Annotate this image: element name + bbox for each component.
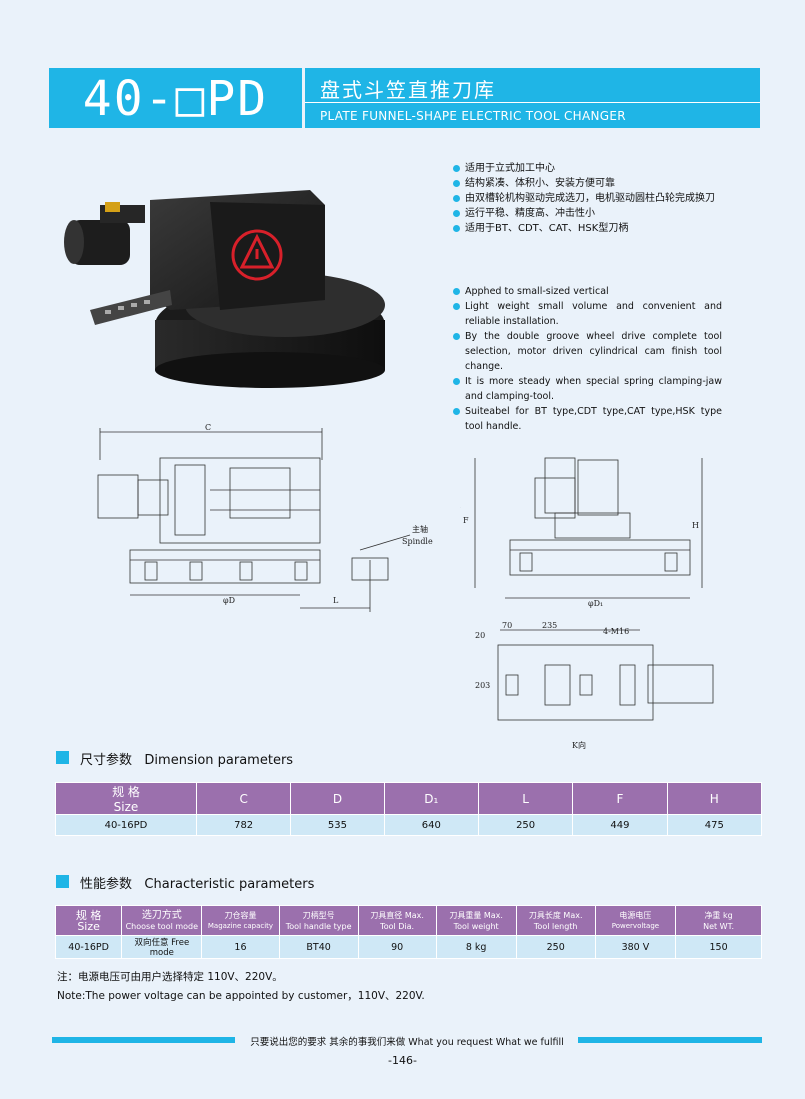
dim-label-k: K (460, 501, 461, 510)
header-f: F (572, 782, 668, 815)
cell-choose-tool: 双向任意 Free mode (121, 935, 203, 959)
dim-label-203: 203 (475, 681, 490, 690)
cell-h: 475 (666, 814, 763, 836)
feature-en-item: Suiteabel for BT type,CDT type,CAT type,… (452, 404, 722, 434)
feature-cn-item: 由双槽轮机构驱动完成选刀，电机驱动圆柱凸轮完成换刀 (452, 191, 722, 206)
cell-tool-weight: 8 kg (435, 935, 517, 959)
cell-d1: 640 (383, 814, 479, 836)
cell-f: 449 (572, 814, 668, 836)
characteristic-section-title: 性能参数 Characteristic parameters (80, 873, 314, 892)
footer-bar-left (52, 1037, 235, 1043)
k-view-drawing: 70 235 4-M16 20 203 K向 (475, 621, 714, 750)
dim-label-m16: 4-M16 (603, 627, 629, 636)
header-divider (305, 102, 760, 103)
feature-en-item: It is more steady when special spring cl… (452, 374, 722, 404)
features-en: Apphed to small-sized vertical Light wei… (452, 284, 722, 434)
dim-label-h: H (692, 521, 699, 530)
dimension-section-title: 尺寸参数 Dimension parameters (80, 749, 293, 768)
cell-tool-handle: BT40 (278, 935, 359, 959)
note-en: Note:The power voltage can be appointed … (57, 990, 425, 1002)
feature-cn-item: 适用于BT、CDT、CAT、HSK型刀柄 (452, 221, 722, 236)
cell-tool-dia: 90 (357, 935, 437, 959)
table-row: 40-16PD 双向任意 Free mode 16 BT40 90 8 kg 2… (54, 935, 762, 959)
cell-tool-length: 250 (515, 935, 596, 959)
cell-c: 782 (195, 814, 292, 836)
title-en: PLATE FUNNEL-SHAPE ELECTRIC TOOL CHANGER (320, 109, 626, 123)
cell-size: 40-16PD (55, 814, 197, 836)
dim-label-70: 70 (502, 621, 512, 630)
header-title-block (305, 68, 760, 128)
feature-cn-item: 适用于立式加工中心 (452, 161, 722, 176)
dim-label-235: 235 (542, 621, 557, 630)
dim-label-d1: φD₁ (588, 599, 603, 608)
note-cn: 注：电源电压可由用户选择特定 110V、220V。 (57, 971, 283, 983)
header-d1: D₁ (383, 782, 479, 815)
dim-label-d: φD (223, 596, 235, 605)
dimension-section-marker (56, 751, 69, 764)
dim-label-l: L (333, 596, 339, 605)
footer-bar-right (578, 1037, 762, 1043)
header-d: D (290, 782, 385, 815)
header-c: C (195, 782, 292, 815)
characteristic-heading-cn: 性能参数 (80, 877, 133, 892)
cell-magazine: 16 (201, 935, 280, 959)
table-row: 40-16PD 782 535 640 250 449 475 (55, 814, 763, 836)
spindle-label-en: Spindle (402, 537, 433, 546)
cell-d: 535 (290, 814, 385, 836)
dimension-heading-cn: 尺寸参数 (80, 753, 133, 768)
product-photo (64, 190, 385, 388)
front-view-drawing: C φD L 主轴 Spindle (97, 423, 433, 612)
header-h: H (666, 782, 763, 815)
page-number: -146- (388, 1054, 417, 1067)
spindle-label-cn: 主轴 (412, 524, 428, 534)
feature-en-item: By the double groove wheel drive complet… (452, 329, 722, 374)
title-cn: 盘式斗笠直推刀库 (320, 78, 496, 102)
footer-slogan: 只要说出您的要求 其余的事我们来做 What you request What … (250, 1037, 564, 1048)
feature-en-item: Light weight small volume and convenient… (452, 299, 722, 329)
characteristic-heading-en: Characteristic parameters (144, 877, 315, 892)
characteristic-section-marker (56, 875, 69, 888)
features-cn: 适用于立式加工中心 结构紧凑、体积小、安装方便可靠 由双槽轮机构驱动完成选刀，电… (452, 161, 722, 236)
dim-label-20: 20 (475, 631, 485, 640)
dim-label-c: C (205, 423, 211, 432)
model-number: 40-□PD (82, 71, 269, 127)
feature-cn-item: 运行平稳、精度高、冲击性小 (452, 206, 722, 221)
dimension-heading-en: Dimension parameters (144, 753, 294, 768)
header-tool-weight: 刀具重量 Max.Tool weight (435, 905, 517, 936)
dim-label-f: F (463, 516, 469, 525)
cell-l: 250 (477, 814, 574, 836)
header-tool-length: 刀具长度 Max.Tool length (515, 905, 596, 936)
header-tool-dia: 刀具直径 Max.Tool Dia. (357, 905, 437, 936)
cell-net-weight: 150 (675, 935, 762, 959)
view-k-label: K向 (572, 740, 586, 750)
cell-power: 380 V (594, 935, 677, 959)
header-l: L (477, 782, 574, 815)
feature-cn-item: 结构紧凑、体积小、安装方便可靠 (452, 176, 722, 191)
cell-size: 40-16PD (54, 935, 123, 959)
header-model-block (49, 68, 302, 128)
brand-logo (231, 229, 283, 281)
feature-en-item: Apphed to small-sized vertical (452, 284, 722, 299)
side-view-drawing: K F H φD₁ (460, 457, 703, 608)
